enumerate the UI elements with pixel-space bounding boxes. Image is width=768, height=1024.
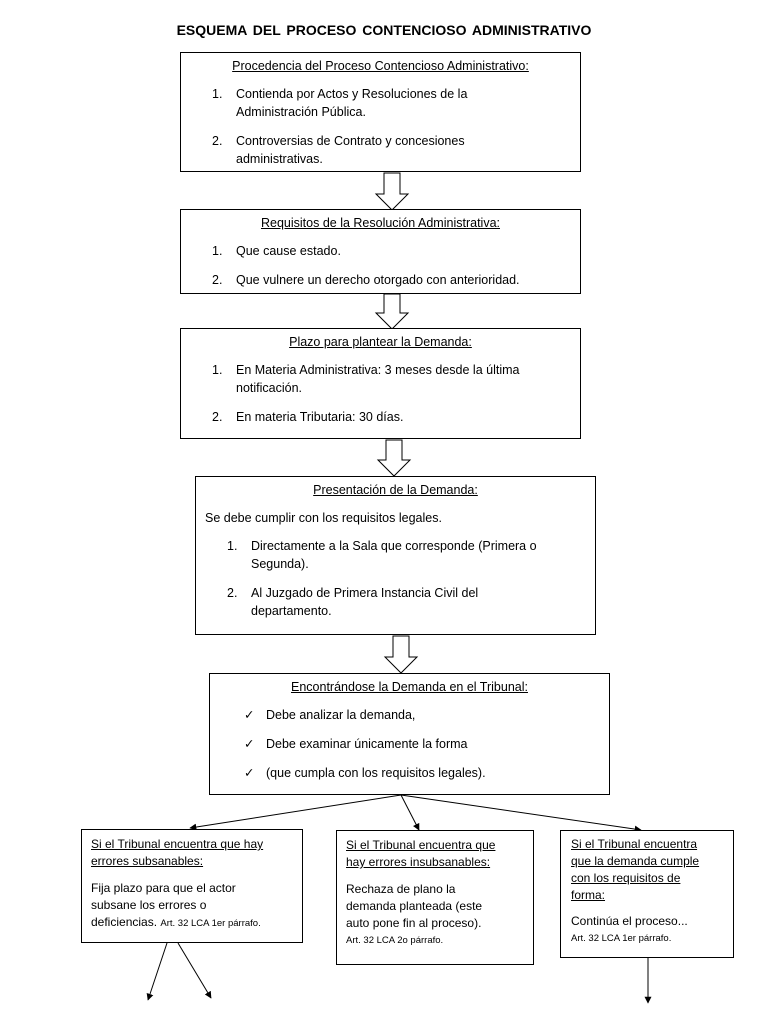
check-icon: ✓ <box>244 708 255 722</box>
article-ref: Art. 32 LCA 2o párrafo. <box>346 935 444 946</box>
arrow-to-left-branch <box>189 794 402 831</box>
block-arrow-2 <box>374 293 410 330</box>
list-item: 1. Contienda por Actos y Resoluciones de… <box>212 87 468 119</box>
list-item: 1. Que cause estado. <box>212 244 341 258</box>
article-ref: Art. 32 LCA 1er párrafo. <box>160 918 261 929</box>
check-icon: ✓ <box>244 737 255 751</box>
box-presentacion-heading: Presentación de la Demanda: <box>313 483 478 497</box>
block-arrow-3 <box>376 439 412 477</box>
article-ref: Art. 32 LCA 1er párrafo. <box>571 933 672 944</box>
check-item: ✓ Debe examinar únicamente la forma <box>244 737 468 751</box>
box-requisitos: Requisitos de la Resolución Administrati… <box>180 209 581 294</box>
box-requisitos-heading: Requisitos de la Resolución Administrati… <box>260 216 500 230</box>
list-item: 2. Controversias de Contrato y concesion… <box>212 134 465 166</box>
box-presentacion-intro: Se debe cumplir con los requisitos legal… <box>205 511 442 525</box>
arrow-left-down-2 <box>177 942 212 999</box>
box-procedencia-heading: Procedencia del Proceso Contencioso Admi… <box>232 59 529 73</box>
box-procedencia: Procedencia del Proceso Contencioso Admi… <box>180 52 581 172</box>
block-arrow-1 <box>374 172 410 211</box>
check-item: ✓ Debe analizar la demanda, <box>244 708 416 722</box>
diagram-title: ESQUEMA DEL PROCESO CONTENCIOSO ADMINIST… <box>176 22 592 38</box>
list-item: 1. Directamente a la Sala que correspond… <box>227 539 537 571</box>
arrow-to-mid-branch <box>400 794 420 831</box>
box-presentacion: Presentación de la Demanda: Se debe cump… <box>195 476 596 635</box>
arrow-to-right-branch <box>400 794 642 833</box>
box-tribunal-heading: Encontrándose la Demanda en el Tribunal: <box>291 680 528 694</box>
arrow-left-down-1 <box>146 942 168 1001</box>
check-item: ✓ (que cumpla con los requisitos legales… <box>244 766 486 780</box>
list-item: 2. En materia Tributaria: 30 días. <box>212 410 404 424</box>
box-plazo: Plazo para plantear la Demanda: 1. En Ma… <box>180 328 581 439</box>
box-errores-insubsanables: Si el Tribunal encuentra que hay errores… <box>336 830 534 965</box>
check-icon: ✓ <box>244 766 255 780</box>
box-tribunal: Encontrándose la Demanda en el Tribunal:… <box>209 673 610 795</box>
box-cumple-requisitos: Si el Tribunal encuentra que la demanda … <box>560 830 734 958</box>
box-errores-subsanables: Si el Tribunal encuentra que hay errores… <box>81 829 303 943</box>
box-plazo-heading: Plazo para plantear la Demanda: <box>289 335 472 349</box>
list-item: 2. Al Juzgado de Primera Instancia Civil… <box>227 586 479 618</box>
block-arrow-4 <box>383 635 419 674</box>
list-item: 2. Que vulnere un derecho otorgado con a… <box>212 273 520 287</box>
list-item: 1. En Materia Administrativa: 3 meses de… <box>212 363 520 395</box>
